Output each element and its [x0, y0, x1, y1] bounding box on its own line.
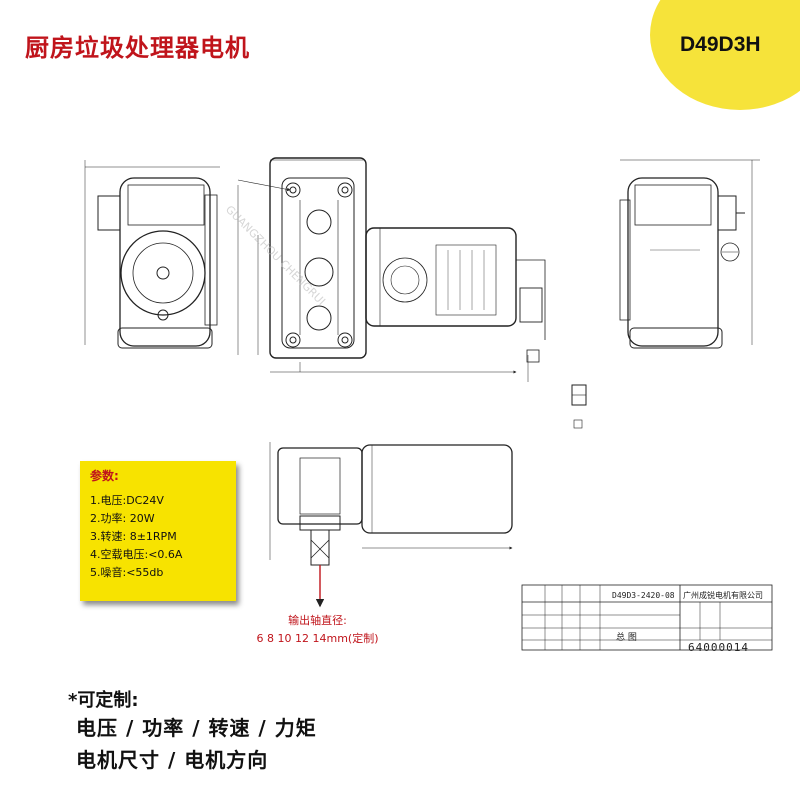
right-side-view — [619, 159, 760, 349]
shaft-label: 输出轴直径: — [288, 614, 347, 627]
shaft-sizes: 6 8 10 12 14mm(定制) — [256, 632, 379, 645]
sheet-label: 总 图 — [616, 631, 637, 643]
param-speed: 3.转速: 8±1RPM — [90, 530, 177, 543]
parameters-heading: 参数: — [90, 469, 119, 483]
part-number: 64000014 — [688, 641, 749, 654]
parameters-box: 参数: 1.电压:DC24V 2.功率: 20W 3.转速: 8±1RPM 4.… — [80, 461, 236, 601]
custom-line-1: 电压 / 功率 / 转速 / 力矩 — [76, 716, 317, 740]
company-name: 广州成锐电机有限公司 — [683, 590, 763, 600]
bottom-view — [269, 442, 513, 608]
left-side-view — [84, 160, 220, 349]
connector-detail — [571, 384, 587, 429]
drawing-number: D49D3-2420-08 — [612, 591, 675, 600]
param-no-load: 4.空载电压:<0.6A — [90, 548, 183, 561]
customization-note: *可定制: 电压 / 功率 / 转速 / 力矩 电机尺寸 / 电机方向 — [68, 686, 317, 776]
custom-heading: *可定制: — [68, 690, 139, 711]
front-view — [237, 157, 546, 382]
page-title: 厨房垃圾处理器电机 — [25, 34, 250, 62]
custom-line-2: 电机尺寸 / 电机方向 — [76, 748, 269, 772]
shaft-diameter-note: 输出轴直径: 6 8 10 12 14mm(定制) — [250, 612, 385, 648]
title-block — [521, 584, 773, 651]
param-noise: 5.噪音:<55db — [90, 566, 164, 579]
watermark-text: GUANGZHOU CHENGRUI — [223, 203, 328, 308]
param-power: 2.功率: 20W — [90, 512, 155, 525]
param-voltage: 1.电压:DC24V — [90, 494, 164, 507]
model-badge-text: D49D3H — [680, 33, 761, 56]
